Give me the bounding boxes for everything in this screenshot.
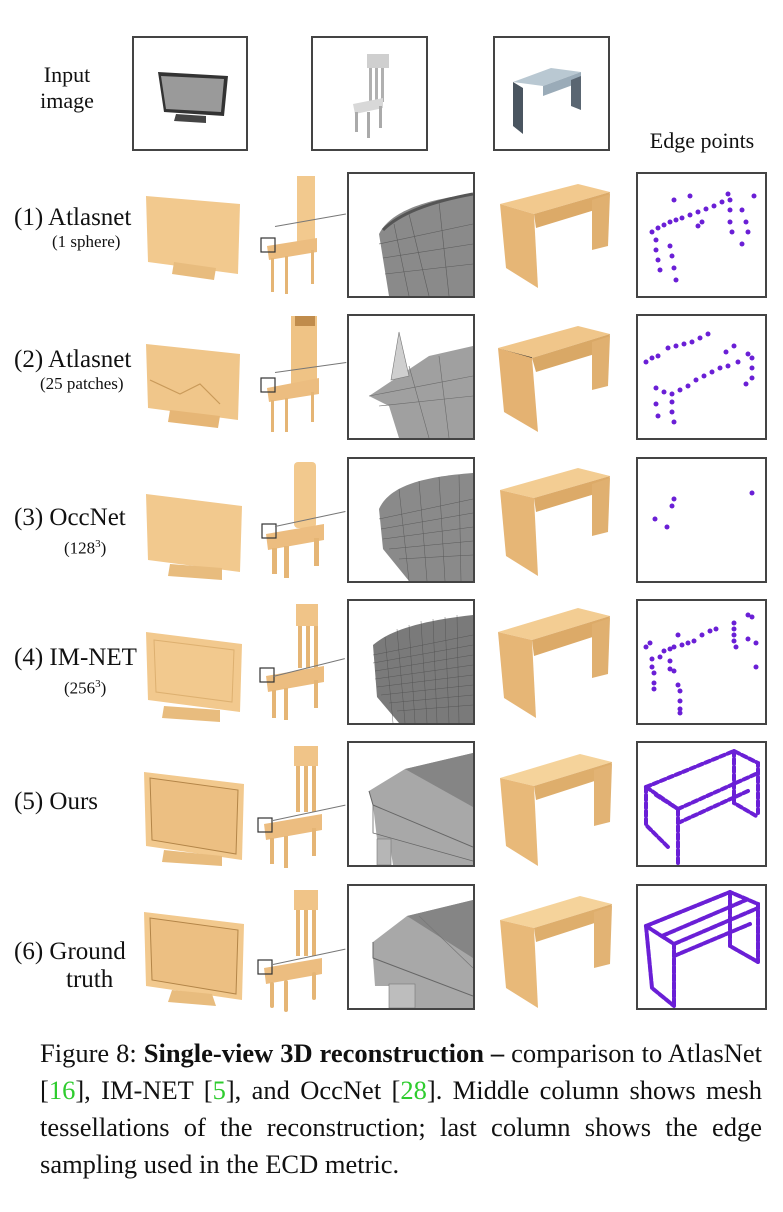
row-label: (5) Ours (14, 788, 99, 815)
edge-points-panel (636, 172, 767, 298)
table-reconstruction (500, 468, 610, 576)
monitor-reconstruction (146, 494, 242, 580)
table-render-icon (513, 68, 581, 134)
monitor-reconstruction (144, 772, 244, 866)
row-label: (1) Atlasnet (14, 204, 132, 231)
table-reconstruction (498, 326, 610, 432)
chair-reconstruction (261, 462, 324, 578)
mesh-zoom-panel (347, 172, 475, 298)
edge-point-scatter (649, 191, 757, 283)
mesh-zoom-panel (347, 741, 475, 867)
edge-point-scatter (652, 490, 755, 530)
table-reconstruction (500, 184, 610, 288)
chair-reconstruction (259, 604, 324, 720)
edge-point-wireframe (644, 748, 760, 865)
citation-link-16[interactable]: 16 (48, 1075, 76, 1105)
mesh-tessellation (372, 614, 473, 723)
monitor-reconstruction (144, 912, 244, 1006)
edge-points-panel (636, 884, 767, 1010)
edge-point-scatter (643, 331, 755, 425)
citation-link-28[interactable]: 28 (400, 1075, 427, 1105)
row-sublabel: (25 patches) (40, 374, 124, 393)
caption-prefix: Figure 8: (40, 1038, 144, 1068)
mesh-zoom-panel (347, 599, 475, 725)
edge-points-panel (636, 599, 767, 725)
chair-reconstruction (260, 316, 319, 432)
input-image-chair (311, 36, 428, 151)
caption-title: Single-view 3D reconstruction – (143, 1038, 505, 1068)
monitor-reconstruction (146, 196, 240, 280)
row-label: (2) Atlasnet (14, 346, 132, 373)
monitor-reconstruction (146, 344, 240, 428)
edge-points-panel (636, 314, 767, 440)
figure-caption: Figure 8: Single-view 3D reconstruction … (40, 1038, 762, 1179)
edge-points-panel (636, 741, 767, 867)
input-label-line2: image (40, 88, 94, 113)
row-label: (6) Ground (14, 938, 126, 965)
input-image-table (493, 36, 610, 151)
chair-reconstruction (257, 746, 322, 868)
citation-link-5[interactable]: 5 (212, 1075, 226, 1105)
chair-reconstruction (260, 176, 317, 294)
edge-points-header: Edge points (649, 128, 755, 153)
monitor-render-icon (158, 72, 228, 123)
mesh-tessellation (368, 753, 473, 865)
edge-points-panel (636, 457, 767, 583)
mesh-tessellation (368, 331, 473, 438)
mesh-tessellation (378, 192, 473, 296)
row-label-line2: truth (66, 966, 114, 993)
mesh-zoom-panel (347, 314, 475, 440)
chair-reconstruction (257, 890, 322, 1012)
input-image-monitor (132, 36, 248, 151)
row-sublabel: (1283) (64, 538, 107, 558)
table-reconstruction (500, 896, 612, 1008)
row-sublabel: (1 sphere) (52, 232, 121, 251)
monitor-reconstruction (146, 632, 242, 722)
mesh-zoom-panel (347, 457, 475, 583)
chair-render-icon (353, 54, 389, 138)
edge-point-wireframe (644, 889, 760, 1008)
row-label: (3) OccNet (14, 504, 126, 531)
input-label-line1: Input (43, 62, 91, 87)
row-label: (4) IM-NET (14, 644, 137, 671)
input-image-label: Input image (22, 62, 112, 114)
mesh-tessellation (378, 473, 473, 581)
table-reconstruction (500, 754, 612, 866)
row-sublabel: (2563) (64, 678, 107, 698)
edge-point-scatter (643, 612, 759, 716)
mesh-zoom-panel (347, 884, 475, 1010)
table-reconstruction (498, 608, 610, 718)
mesh-tessellation (372, 900, 473, 1008)
